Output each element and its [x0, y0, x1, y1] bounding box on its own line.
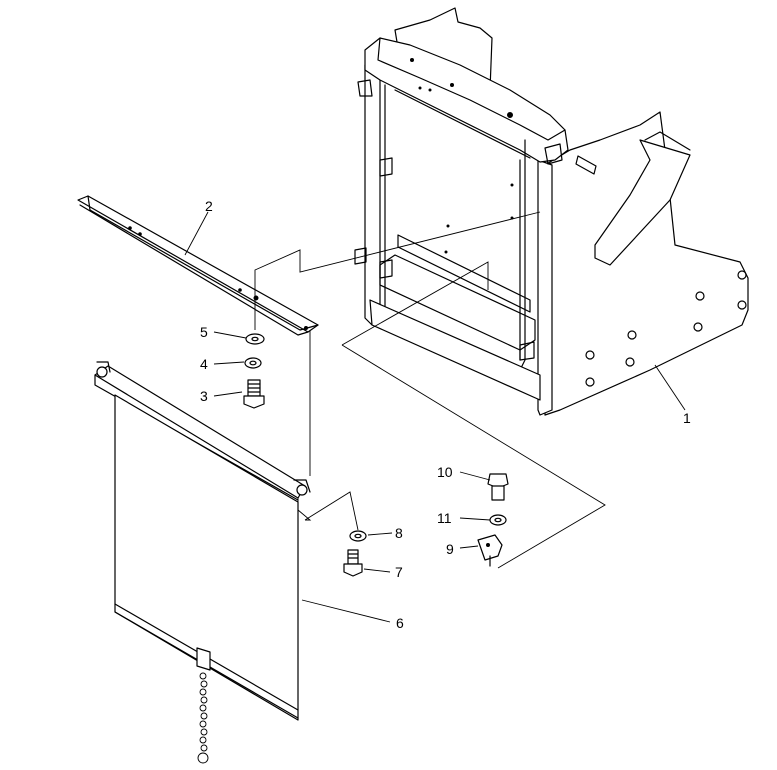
callout-2: 2	[205, 198, 213, 214]
callout-4: 4	[200, 356, 208, 372]
callout-3: 3	[200, 388, 208, 404]
fastener-bolt-3	[243, 379, 265, 409]
bracket-9	[477, 534, 503, 567]
fastener-washer-8	[349, 530, 367, 542]
callout-1: 1	[683, 410, 691, 426]
roller-rail	[77, 195, 319, 336]
callout-labels: 1 2 3 4 5 6 7 8 9 10 11	[200, 198, 691, 631]
leader-lines	[184, 211, 686, 623]
fastener-washer-11	[489, 514, 507, 526]
callout-10: 10	[437, 464, 453, 480]
callout-8: 8	[395, 525, 403, 541]
assembly-lines	[254, 211, 606, 569]
fastener-bolt-10	[487, 473, 509, 501]
callout-5: 5	[200, 324, 208, 340]
fastener-washer-5	[245, 333, 265, 345]
callout-6: 6	[396, 615, 404, 631]
callout-7: 7	[395, 564, 403, 580]
fastener-bolt-7	[343, 549, 363, 577]
callout-9: 9	[446, 541, 454, 557]
callout-11: 11	[437, 510, 452, 526]
cab-frame	[354, 7, 749, 416]
roller-blind	[94, 361, 311, 764]
fastener-lockwasher-4	[244, 357, 262, 369]
